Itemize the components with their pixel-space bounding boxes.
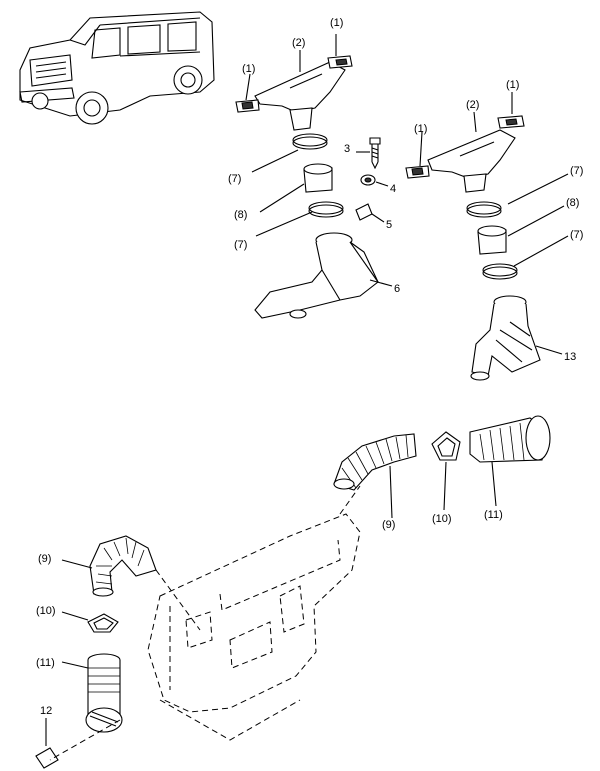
callout-5: 5	[386, 219, 392, 231]
callout-2b: (2)	[466, 99, 479, 111]
callout-1d: (1)	[506, 79, 519, 91]
lower-left-assembly	[35, 535, 157, 769]
middle-hose-assembly	[333, 415, 551, 491]
leader-lines	[45, 34, 569, 746]
callout-10b: (10)	[36, 605, 56, 617]
callout-6: 6	[394, 283, 400, 295]
callout-7d: (7)	[570, 229, 583, 241]
callout-8b: (8)	[566, 197, 579, 209]
callout-12: 12	[40, 705, 52, 717]
callout-3: 3	[344, 143, 350, 155]
callout-7c: (7)	[570, 165, 583, 177]
vehicle-illustration	[19, 11, 215, 125]
callout-labels: (1) (2) (1) (7) 3 4 (8) 5 (7) 6 (1) (2) …	[36, 17, 583, 717]
dashed-engine-outline	[49, 485, 361, 761]
callout-1c: (1)	[414, 123, 427, 135]
callout-9a: (9)	[382, 519, 395, 531]
callout-10a: (10)	[432, 513, 452, 525]
callout-7a: (7)	[228, 173, 241, 185]
left-upper-assembly	[235, 55, 381, 319]
callout-11a: (11)	[484, 509, 503, 521]
callout-1b: (1)	[242, 63, 255, 75]
callout-1a: (1)	[330, 17, 343, 29]
callout-13: 13	[564, 351, 576, 363]
callout-4: 4	[390, 183, 396, 195]
callout-9b: (9)	[38, 553, 51, 565]
callout-7b: (7)	[234, 239, 247, 251]
callout-2a: (2)	[292, 37, 305, 49]
right-upper-assembly	[405, 115, 541, 381]
callout-11b: (11)	[36, 657, 55, 669]
callout-8a: (8)	[234, 209, 247, 221]
